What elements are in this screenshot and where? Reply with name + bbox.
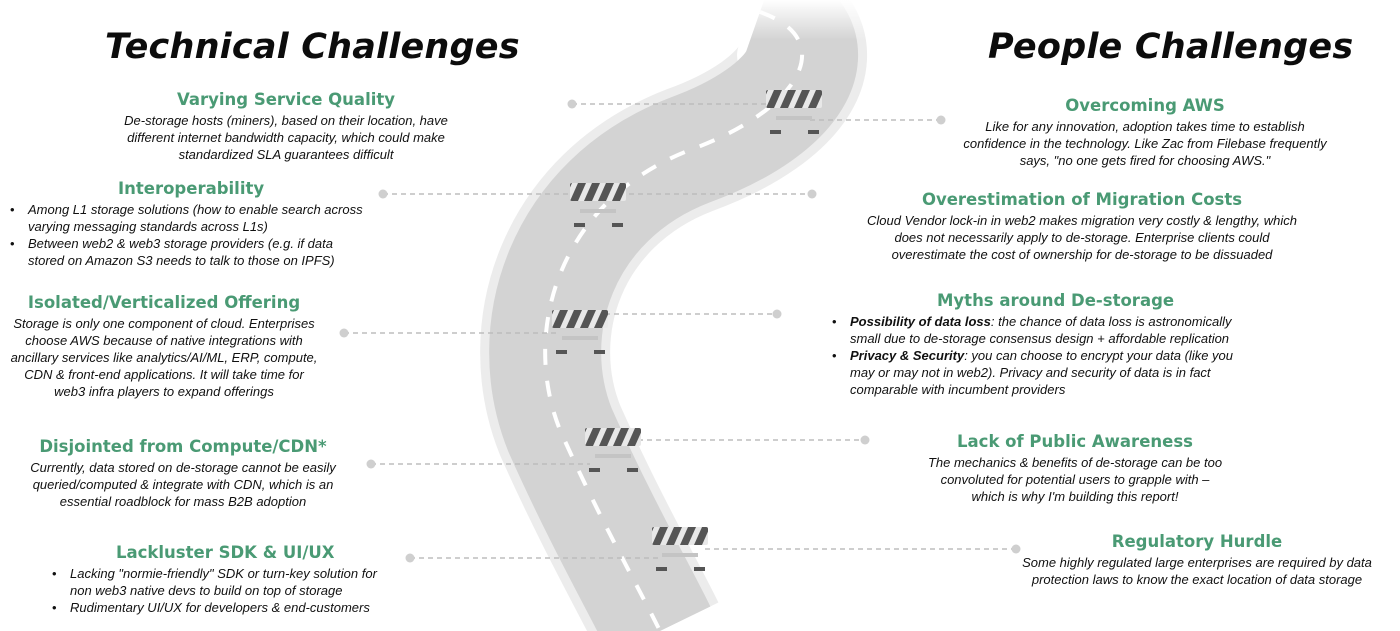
challenge-description: Some highly regulated large enterprises … <box>1010 554 1384 588</box>
desc-line: choose AWS because of native integration… <box>25 333 303 348</box>
challenge-title: Disjointed from Compute/CDN* <box>39 437 327 456</box>
desc-line: standardized SLA guarantees difficult <box>178 147 394 162</box>
desc-line: convoluted for potential users to grappl… <box>940 472 1210 487</box>
desc-line: confidence in the technology. Like Zac f… <box>963 136 1327 151</box>
challenge-title: Myths around De-storage <box>937 291 1175 310</box>
challenge-title: Interoperability <box>118 179 265 198</box>
roadblock-barrier-icon <box>552 310 608 354</box>
challenge-overcoming-aws: Overcoming AWS Like for any innovation, … <box>940 96 1350 169</box>
challenge-title: Overcoming AWS <box>1065 96 1225 115</box>
desc-line: web3 infra players to expand offerings <box>54 384 274 399</box>
road-center-dashes <box>543 10 805 631</box>
challenge-title: Lack of Public Awareness <box>957 432 1193 451</box>
desc-line: different internet bandwidth capacity, w… <box>127 130 445 145</box>
technical-challenges-heading: Technical Challenges <box>105 27 520 67</box>
desc-line: queried/computed & integrate with CDN, w… <box>32 477 334 492</box>
desc-line: does not necessarily apply to de-storage… <box>894 230 1270 245</box>
desc-line: overestimate the cost of ownership for d… <box>891 247 1273 262</box>
challenge-migration-costs: Overestimation of Migration Costs Cloud … <box>850 190 1314 263</box>
challenge-lackluster-sdk: Lackluster SDK & UI/UX Lacking "normie-f… <box>50 543 410 616</box>
challenge-isolated-offering: Isolated/Verticalized Offering Storage i… <box>2 293 326 400</box>
people-challenges-heading: People Challenges <box>988 27 1354 67</box>
desc-line: Storage is only one component of cloud. … <box>13 316 315 331</box>
challenge-description: The mechanics & benefits of de-storage c… <box>900 454 1250 505</box>
right-connector-dots <box>772 115 1021 554</box>
challenge-disjointed-compute: Disjointed from Compute/CDN* Currently, … <box>15 437 351 510</box>
desc-line: says, "no one gets fired for choosing AW… <box>1019 153 1271 168</box>
roadblock-barrier-icon <box>585 428 641 472</box>
roadblock-barrier-icon <box>652 527 708 571</box>
bullet-item: Possibility of data loss: the chance of … <box>830 313 1250 347</box>
desc-line: De-storage hosts (miners), based on thei… <box>124 113 448 128</box>
challenge-title: Lackluster SDK & UI/UX <box>116 543 335 562</box>
challenge-description: Currently, data stored on de-storage can… <box>15 459 351 510</box>
challenge-regulatory-hurdle: Regulatory Hurdle Some highly regulated … <box>1010 532 1384 588</box>
desc-line: which is why I'm building this report! <box>971 489 1179 504</box>
bullet-item: Privacy & Security: you can choose to en… <box>830 347 1250 398</box>
challenge-public-awareness: Lack of Public Awareness The mechanics &… <box>900 432 1250 505</box>
bullet-item: Rudimentary UI/UX for developers & end-c… <box>50 599 410 616</box>
challenge-varying-service-quality: Varying Service Quality De-storage hosts… <box>100 90 472 163</box>
challenge-interoperability: Interoperability Among L1 storage soluti… <box>8 179 388 269</box>
roadblock-barrier-icon <box>766 90 822 134</box>
challenge-title: Isolated/Verticalized Offering <box>27 293 301 312</box>
desc-line: Currently, data stored on de-storage can… <box>30 460 336 475</box>
desc-line: essential roadblock for mass B2B adoptio… <box>59 494 307 509</box>
bullet-item: Lacking "normie-friendly" SDK or turn-ke… <box>50 565 410 599</box>
left-connector-dots <box>339 99 577 563</box>
challenge-description: Cloud Vendor lock-in in web2 makes migra… <box>850 212 1314 263</box>
bullet-item: Among L1 storage solutions (how to enabl… <box>8 201 388 235</box>
challenge-myths: Myths around De-storage Possibility of d… <box>830 291 1250 398</box>
challenge-bullets: Among L1 storage solutions (how to enabl… <box>8 201 388 269</box>
bullet-item: Between web2 & web3 storage providers (e… <box>8 235 388 269</box>
challenge-title: Overestimation of Migration Costs <box>921 190 1243 209</box>
challenge-bullets: Possibility of data loss: the chance of … <box>830 313 1250 398</box>
left-connectors <box>344 103 770 559</box>
roadblock-barrier-icon <box>570 183 626 227</box>
right-connectors <box>605 119 1016 550</box>
desc-line: The mechanics & benefits of de-storage c… <box>927 455 1223 470</box>
desc-line: protection laws to know the exact locati… <box>1031 572 1363 587</box>
desc-line: Some highly regulated large enterprises … <box>1022 555 1372 570</box>
challenge-title: Varying Service Quality <box>176 90 396 109</box>
challenge-description: Like for any innovation, adoption takes … <box>940 118 1350 169</box>
desc-line: ancillary services like analytics/AI/ML,… <box>10 350 318 365</box>
desc-line: Like for any innovation, adoption takes … <box>985 119 1305 134</box>
challenge-bullets: Lacking "normie-friendly" SDK or turn-ke… <box>50 565 410 616</box>
desc-line: CDN & front-end applications. It will ta… <box>24 367 304 382</box>
challenge-title: Regulatory Hurdle <box>1111 532 1283 551</box>
desc-line: Cloud Vendor lock-in in web2 makes migra… <box>867 213 1297 228</box>
challenge-description: Storage is only one component of cloud. … <box>2 315 326 400</box>
challenge-description: De-storage hosts (miners), based on thei… <box>100 112 472 163</box>
